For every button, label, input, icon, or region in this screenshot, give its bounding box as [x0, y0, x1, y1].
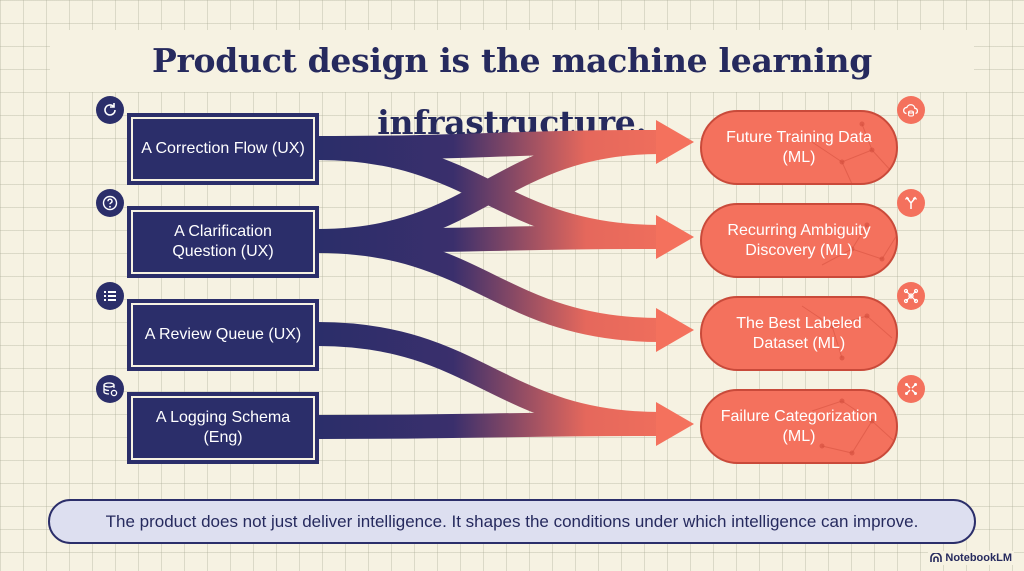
source-correction-flow: A Correction Flow (UX) — [127, 113, 319, 185]
notebooklm-brand: NotebookLM — [928, 551, 1014, 565]
target-best-labeled-dataset: The Best Labeled Dataset (ML) — [700, 296, 898, 371]
cloud-database-icon — [897, 96, 925, 124]
source-label: A Correction Flow (UX) — [141, 140, 305, 157]
arrow-head — [656, 215, 694, 259]
flow-ribbon — [317, 229, 661, 342]
target-label: Failure Categorization (ML) — [720, 407, 878, 445]
takeaway-banner: The product does not just deliver intell… — [48, 499, 976, 544]
arrow-head — [656, 402, 694, 446]
flow-ribbon — [317, 412, 661, 439]
target-label: Recurring Ambiguity Discovery (ML) — [727, 221, 871, 259]
branch-icon — [897, 189, 925, 217]
arrow-head — [656, 120, 694, 164]
flow-ribbon — [317, 322, 661, 436]
arrow-head — [656, 308, 694, 352]
target-label: Future Training Data (ML) — [726, 128, 872, 166]
brand-label: NotebookLM — [945, 552, 1012, 564]
scatter-arrows-icon — [897, 375, 925, 403]
takeaway-text: The product does not just deliver intell… — [105, 511, 919, 531]
database-icon — [96, 375, 124, 403]
target-failure-categorization: Failure Categorization (ML) — [700, 389, 898, 464]
source-logging-schema: A Logging Schema (Eng) — [127, 392, 319, 464]
question-icon — [96, 189, 124, 217]
list-icon — [96, 282, 124, 310]
page-title: Product design is the machine learning i… — [50, 30, 974, 142]
target-future-training-data: Future Training Data (ML) — [700, 110, 898, 185]
source-review-queue: A Review Queue (UX) — [127, 299, 319, 371]
notebooklm-logo-icon — [930, 553, 943, 562]
target-label: The Best Labeled Dataset (ML) — [736, 314, 862, 352]
source-label: A Clarification Question (UX) — [172, 223, 274, 260]
refresh-icon — [96, 96, 124, 124]
network-icon — [897, 282, 925, 310]
source-label: A Review Queue (UX) — [144, 326, 302, 343]
source-label: A Logging Schema (Eng) — [155, 409, 291, 446]
source-clarification-question: A Clarification Question (UX) — [127, 206, 319, 278]
target-recurring-ambiguity-discovery: Recurring Ambiguity Discovery (ML) — [700, 203, 898, 278]
